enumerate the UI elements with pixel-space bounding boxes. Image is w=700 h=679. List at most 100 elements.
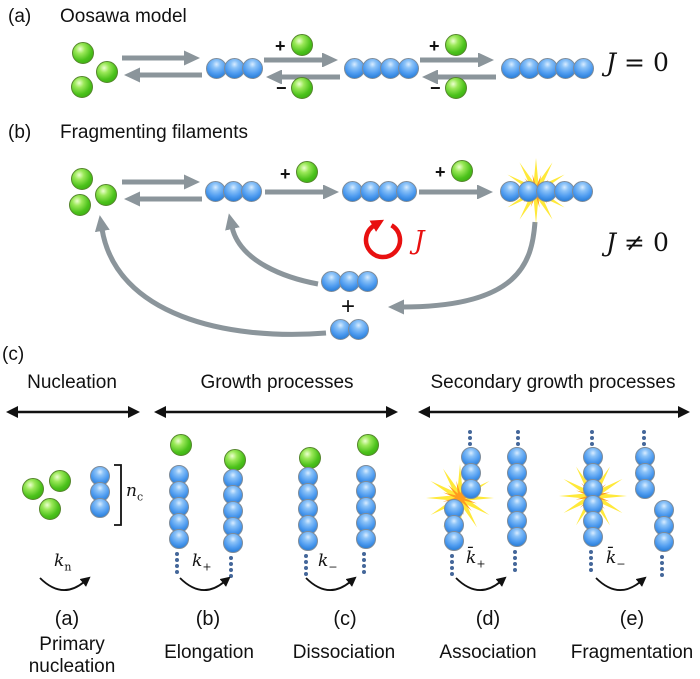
dot [468, 442, 472, 446]
association-starburst-icon [426, 464, 494, 532]
rate-arrow [39, 576, 91, 591]
rate-arrow [595, 576, 647, 591]
dot [362, 552, 366, 556]
bead [573, 58, 594, 79]
filament-column [461, 447, 481, 499]
dot [513, 556, 517, 560]
monomer [96, 61, 118, 83]
rate-sub: − [328, 560, 338, 574]
fragment-filament [330, 319, 369, 340]
dot [229, 568, 233, 572]
monomer [224, 449, 246, 471]
section-title-growth: Growth processes [200, 372, 354, 393]
plus-monomer-sign: + [429, 36, 440, 56]
dot [362, 558, 366, 562]
process-name-fragmentation: Fragmentation [570, 642, 694, 663]
rate-sub: − [616, 557, 626, 571]
cycle-arrow-icon [363, 219, 403, 260]
monomer [296, 161, 318, 183]
dot [642, 442, 646, 446]
section-span-arrow [418, 406, 690, 418]
bead [583, 527, 603, 547]
name-line: Primary [39, 634, 105, 655]
bead [298, 531, 318, 551]
filament-continuation-dots [229, 556, 233, 578]
monomer [71, 168, 93, 190]
flux-val: 0 [652, 48, 670, 77]
process-tag-d: (d) [475, 608, 501, 630]
forward-arrow [264, 53, 338, 67]
process-name-association: Association [439, 642, 537, 663]
process-tag-a: (a) [54, 608, 80, 630]
bead [635, 479, 655, 499]
dot [516, 442, 520, 446]
panel-b-title: Fragmenting filaments [60, 122, 248, 143]
monomer [445, 77, 467, 99]
rate-label-kbar-plus: k̄+ [466, 548, 486, 570]
dot [229, 556, 233, 560]
filament-continuation-dots [513, 550, 517, 572]
dot [362, 570, 366, 574]
dot [642, 436, 646, 440]
dot [513, 550, 517, 554]
monomer [69, 194, 91, 216]
filament [206, 58, 263, 79]
dot [304, 572, 308, 576]
filament-continuation-dots [660, 555, 664, 577]
process-name-dissociation: Dissociation [292, 642, 396, 663]
filament [344, 58, 419, 79]
dot [660, 573, 664, 577]
process-tag-b: (b) [195, 608, 221, 630]
monomer [95, 184, 117, 206]
flux-val: 0 [652, 228, 670, 257]
size-bracket [114, 464, 122, 526]
filament [501, 58, 594, 79]
minus-monomer-sign: − [276, 78, 287, 98]
dot [468, 436, 472, 440]
dot [175, 564, 179, 568]
dot [450, 566, 454, 570]
panel-b-label: (b) [8, 122, 32, 143]
fragment-plus-sign: + [341, 293, 356, 320]
bead [357, 271, 378, 292]
rate-arrow [179, 576, 231, 591]
filament-continuation-dots [175, 552, 179, 574]
filament-column [298, 467, 318, 551]
rate-label-kbar-minus: k̄− [606, 548, 626, 570]
dot [229, 574, 233, 578]
rate-sub: n [64, 560, 72, 574]
dot [450, 554, 454, 558]
filament-continuation-dots [362, 552, 366, 574]
dot [229, 562, 233, 566]
backward-arrow [422, 70, 496, 84]
filament-column [654, 500, 674, 552]
flux-equation-nonzero: J≠0 [606, 228, 670, 257]
dot [513, 568, 517, 572]
process-name-elongation: Elongation [164, 642, 254, 663]
panel-c-label: (c) [2, 344, 25, 365]
rate-sub: + [202, 560, 212, 574]
bead [507, 527, 527, 547]
dot [589, 562, 593, 566]
section-title-secondary: Secondary growth processes [430, 372, 676, 393]
dot [175, 558, 179, 562]
dot [590, 436, 594, 440]
rate-base: k [192, 551, 203, 571]
monomer [22, 478, 44, 500]
equilibrium-arrows [122, 50, 202, 83]
rate-base: k [54, 551, 65, 571]
bead [572, 181, 593, 202]
filament-column [169, 465, 189, 549]
dot [175, 570, 179, 574]
dot [513, 562, 517, 566]
filament-column [223, 469, 243, 553]
bead [348, 319, 369, 340]
bead [241, 181, 262, 202]
monomer [291, 34, 313, 56]
rate-arrow [455, 576, 507, 591]
filament-continuation-dots [450, 554, 454, 576]
bead [396, 181, 417, 202]
bead [398, 58, 419, 79]
dot [642, 430, 646, 434]
section-title-nucleation: Nucleation [27, 372, 117, 393]
